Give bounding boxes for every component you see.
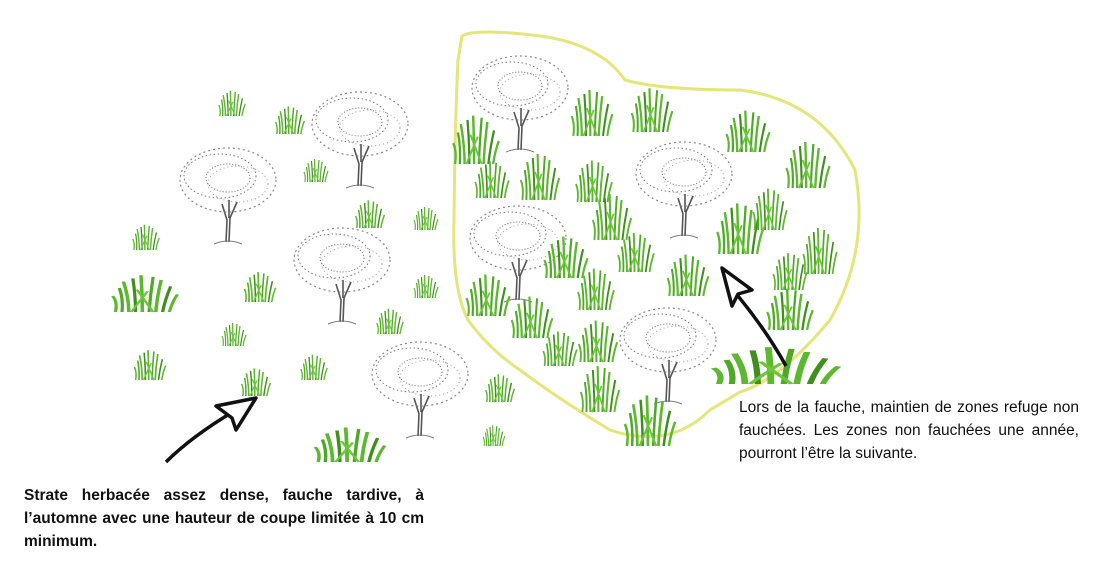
grass-tuft-icon bbox=[714, 347, 839, 384]
grass-tuft-icon bbox=[300, 353, 328, 381]
grass-tuft-icon bbox=[623, 393, 677, 448]
grass-tuft-icon bbox=[110, 273, 180, 314]
grass-tuft-icon bbox=[474, 160, 510, 200]
grass-refuge-area bbox=[451, 87, 839, 448]
grass-tuft-icon bbox=[519, 152, 561, 202]
tree-icon bbox=[469, 205, 567, 303]
grass-tuft-icon bbox=[465, 273, 511, 318]
grass-tuft-icon bbox=[482, 424, 506, 447]
arrow-mown-icon bbox=[164, 396, 258, 464]
grass-tuft-icon bbox=[451, 114, 501, 166]
tree-icon bbox=[635, 141, 733, 239]
arrow-refuge-icon bbox=[720, 266, 788, 367]
grass-tuft-icon bbox=[313, 425, 387, 464]
grass-tuft-icon bbox=[579, 364, 621, 414]
refuge-zone-outline bbox=[452, 30, 861, 439]
grass-tuft-icon bbox=[752, 187, 788, 232]
grass-tuft-icon bbox=[666, 253, 710, 298]
grass-tuft-icon bbox=[484, 373, 516, 403]
grass-tuft-icon bbox=[801, 226, 839, 276]
grass-tuft-icon bbox=[354, 199, 386, 229]
tree-icon bbox=[371, 341, 469, 439]
grass-tuft-icon bbox=[574, 159, 614, 204]
tree-icon bbox=[179, 147, 277, 245]
grass-tuft-icon bbox=[133, 349, 167, 381]
grass-tuft-icon bbox=[413, 274, 439, 299]
grass-tuft-icon bbox=[715, 201, 765, 256]
grass-tuft-icon bbox=[543, 235, 589, 280]
caption-mown: Strate herbacée assez dense, fauche tard… bbox=[24, 487, 424, 550]
grass-tuft-icon bbox=[725, 109, 771, 154]
grass-tuft-icon bbox=[274, 105, 306, 135]
grass-tuft-icon bbox=[413, 206, 439, 231]
grass-tuft-icon bbox=[221, 322, 247, 347]
grass-tuft-icon bbox=[218, 89, 246, 117]
grass-tuft-icon bbox=[376, 307, 404, 335]
grass-tuft-icon bbox=[303, 158, 329, 183]
grass-tuft-icon bbox=[132, 223, 160, 251]
tree-icon bbox=[311, 91, 409, 189]
grass-tuft-icon bbox=[765, 287, 815, 332]
grass-tuft-icon bbox=[772, 252, 808, 292]
caption-refuge: Lors de la fauche, maintien de zones ref… bbox=[739, 399, 1079, 462]
tree-icon bbox=[619, 307, 717, 405]
grass-tuft-icon bbox=[240, 367, 272, 397]
grass-tuft-icon bbox=[510, 295, 554, 340]
grass-tuft-icon bbox=[630, 87, 674, 134]
grass-tuft-icon bbox=[785, 140, 831, 190]
grass-tuft-icon bbox=[577, 319, 619, 364]
grass-tuft-icon bbox=[570, 88, 614, 138]
tree-icon bbox=[293, 227, 391, 325]
grass-tuft-icon bbox=[243, 271, 277, 303]
